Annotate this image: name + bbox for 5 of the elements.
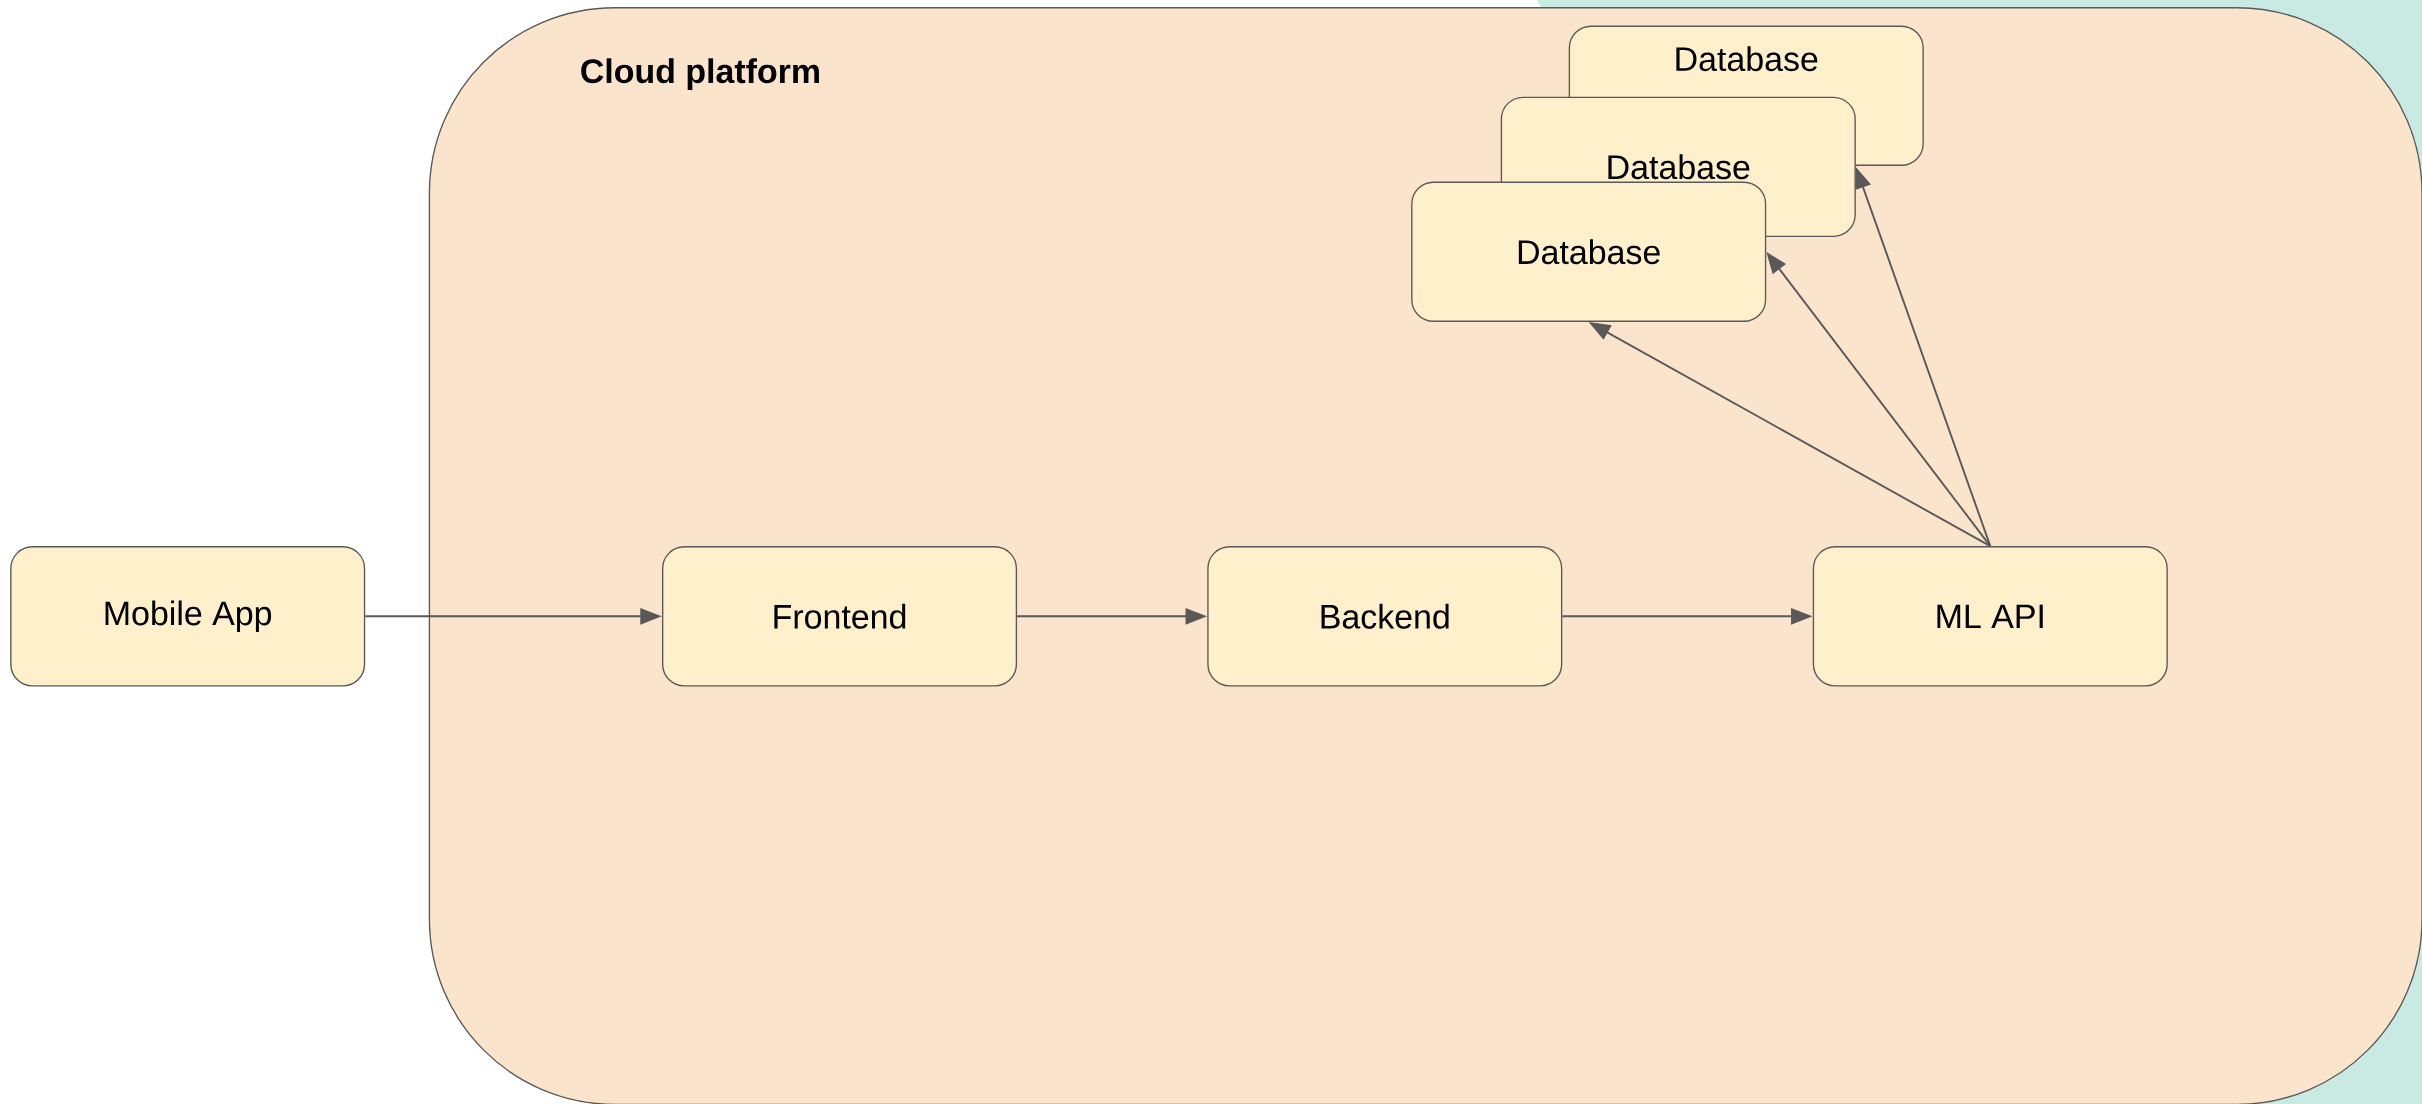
process-box: Backend — [1207, 545, 1563, 687]
process-box: Mobile App — [10, 545, 366, 687]
process-box: Database — [1411, 181, 1767, 322]
process-box: ML API — [1812, 545, 2168, 687]
process-box: Frontend — [662, 545, 1018, 687]
